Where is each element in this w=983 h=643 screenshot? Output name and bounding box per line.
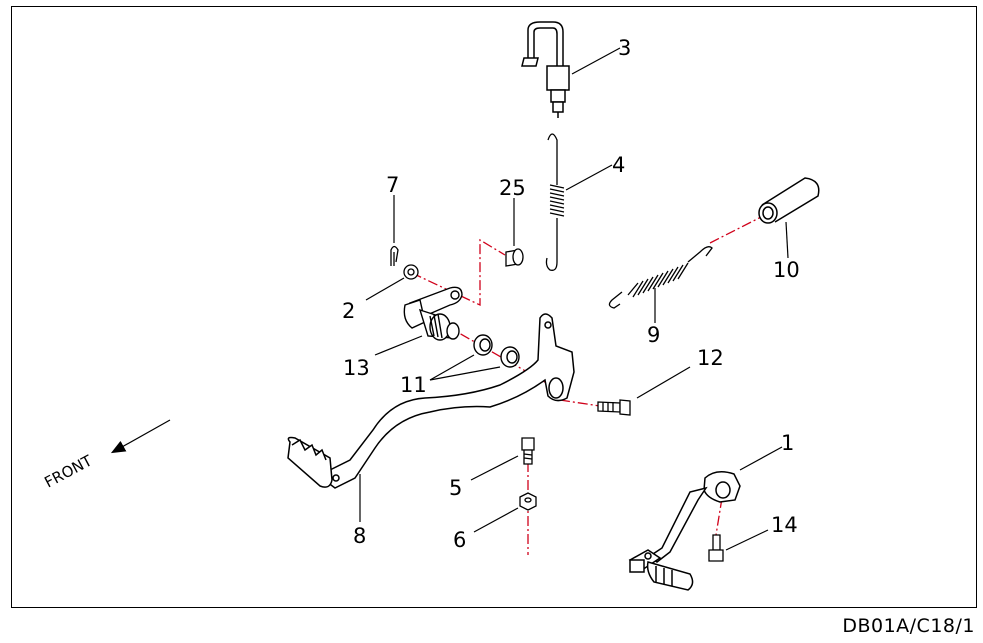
label-3: 3 [618,36,631,60]
label-4: 4 [612,153,625,177]
part-12-bolt [597,399,631,416]
part-numbers: 3 4 25 7 2 13 11 12 10 9 5 6 8 1 14 FRON… [41,36,799,552]
leader-4 [565,164,613,191]
leader-3 [571,47,621,75]
leader-2 [365,277,405,301]
part-8-brake-pedal [287,313,575,489]
leader-1 [739,446,783,471]
leader-11a [429,354,475,381]
part-14-bolt [708,534,724,562]
centerline-9-10 [709,214,766,244]
label-11: 11 [400,373,427,397]
centerlines [411,214,766,555]
diagram-border [11,6,977,608]
label-2: 2 [342,299,355,323]
part-25-pin [505,248,524,267]
leader-11b [429,366,501,381]
drawing-code: DB01A/C18/1 [842,615,975,637]
front-label: FRONT [41,451,95,491]
label-12: 12 [697,346,724,370]
front-arrow [110,419,171,454]
label-9: 9 [647,323,660,347]
leader-12 [636,366,691,399]
label-7: 7 [386,173,399,197]
label-14: 14 [771,513,798,537]
leader-5 [470,455,519,481]
centerline-1-14 [715,497,723,536]
part-6-nut [519,492,537,511]
part-5-bolt [521,437,535,465]
centerline-13-to-8 [444,324,551,386]
part-4-spring [545,133,565,271]
leader-13 [374,335,423,356]
part-13-pivot-shaft [403,286,463,341]
label-6: 6 [453,528,466,552]
label-5: 5 [449,476,462,500]
part-9-spring [608,246,713,309]
part-7-cotter-pin [390,245,399,266]
leader-lines [110,47,789,551]
part-3-switch [521,21,570,118]
leader-10 [785,221,789,259]
label-13: 13 [343,356,370,380]
part-11-bushings [473,334,520,368]
leader-14 [725,529,769,551]
part-2-washer [403,264,419,280]
centerline-12 [559,399,601,407]
label-1: 1 [781,431,794,455]
part-1-shift-lever [628,471,741,591]
label-25: 25 [499,176,526,200]
label-8: 8 [353,524,366,548]
part-10-sleeve [758,177,820,224]
label-10: 10 [773,258,800,282]
leader-6 [473,507,519,533]
